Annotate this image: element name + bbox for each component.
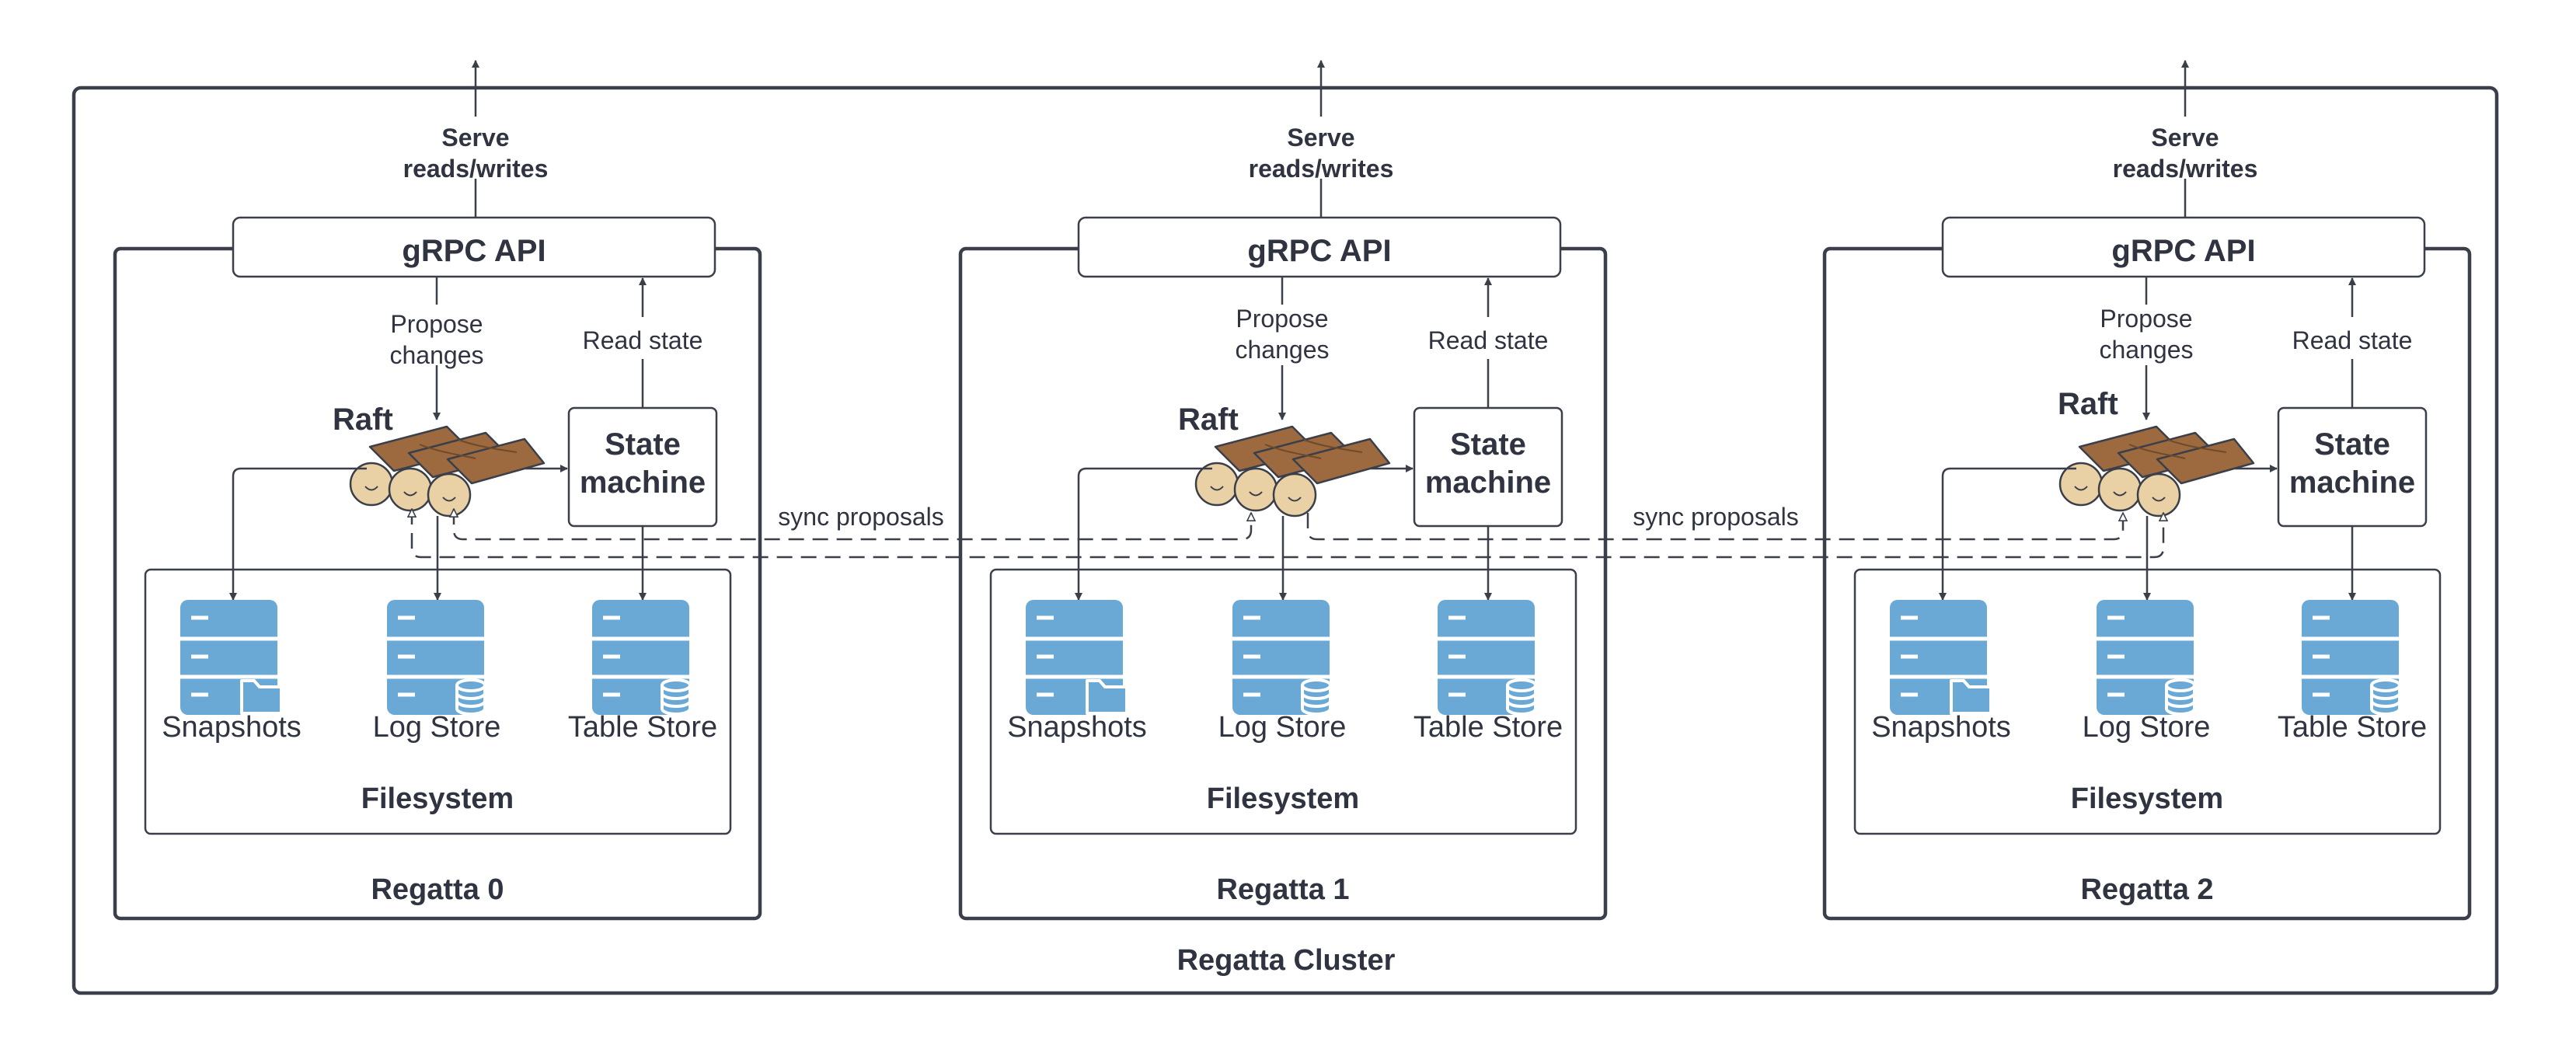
store-label: Log Store bbox=[2083, 711, 2211, 744]
snapshots-server-icon bbox=[180, 600, 283, 715]
log-store-server-icon bbox=[1232, 600, 1332, 716]
sync-proposals-outer-line bbox=[412, 509, 2163, 559]
state-machine-label-line1: State bbox=[2314, 427, 2390, 462]
grpc-api-label: gRPC API bbox=[2111, 234, 2255, 268]
raft-label: Raft bbox=[1178, 403, 1239, 437]
store-label: Snapshots bbox=[162, 711, 302, 744]
folder-icon bbox=[240, 679, 283, 715]
propose-label-line2: changes bbox=[2100, 336, 2194, 364]
table-store-server-icon bbox=[1438, 600, 1537, 716]
serve-label-line1: Serve bbox=[1287, 124, 1354, 152]
serve-label-line2: reads/writes bbox=[1249, 155, 1394, 183]
read-state-label: Read state bbox=[583, 326, 703, 354]
database-icon bbox=[1301, 678, 1332, 716]
raft-logs-icon bbox=[1194, 425, 1391, 518]
sync-proposals-inner-line bbox=[454, 509, 1251, 541]
log-store-server-icon bbox=[387, 600, 486, 716]
sync-proposals-label: sync proposals bbox=[1633, 503, 1798, 531]
state-machine-label-line2: machine bbox=[580, 465, 706, 500]
snapshots-server-icon bbox=[1890, 600, 1992, 715]
cluster-label: Regatta Cluster bbox=[1177, 944, 1396, 977]
state-machine-label-line1: State bbox=[1450, 427, 1526, 462]
grpc-api-box bbox=[1077, 216, 1562, 278]
raft-to-snapshots-arrow bbox=[1075, 467, 1212, 601]
database-icon bbox=[2370, 678, 2401, 716]
store-label: Table Store bbox=[1413, 711, 1563, 744]
raft-to-snapshots-arrow bbox=[1939, 467, 2076, 601]
raft-logs-icon bbox=[349, 425, 546, 518]
sync-proposals-connectors: sync proposals sync proposals bbox=[412, 497, 2163, 559]
log-store-server-icon bbox=[2097, 600, 2196, 716]
propose-label-line1: Propose bbox=[1236, 305, 1328, 333]
store-label: Snapshots bbox=[1007, 711, 1147, 744]
folder-icon bbox=[1950, 679, 1992, 715]
serve-label-line2: reads/writes bbox=[2113, 155, 2258, 183]
state-machine-label-line1: State bbox=[605, 427, 681, 462]
propose-label-line2: changes bbox=[1236, 336, 1330, 364]
serve-label-line1: Serve bbox=[2151, 124, 2219, 152]
folder-icon bbox=[1086, 679, 1128, 715]
cluster-frame bbox=[71, 85, 2499, 995]
snapshots-server-icon bbox=[1026, 600, 1128, 715]
raft-logs-icon bbox=[2058, 425, 2255, 518]
node-regatta-2: Regatta 2 Serve reads/writes gRPC API Pr… bbox=[1822, 60, 2472, 921]
raft-to-snapshots-arrow bbox=[229, 467, 367, 601]
database-icon bbox=[661, 678, 692, 716]
sync-proposals-label: sync proposals bbox=[778, 503, 943, 531]
database-icon bbox=[2165, 678, 2196, 716]
filesystem-label: Filesystem bbox=[2071, 782, 2223, 815]
read-state-label: Read state bbox=[1428, 326, 1549, 354]
filesystem-label: Filesystem bbox=[361, 782, 514, 815]
store-label: Log Store bbox=[1218, 711, 1347, 744]
database-icon bbox=[455, 678, 486, 716]
propose-label-line2: changes bbox=[390, 341, 484, 369]
grpc-api-box bbox=[1941, 216, 2426, 278]
grpc-api-box bbox=[232, 216, 716, 278]
store-label: Snapshots bbox=[1871, 711, 2011, 744]
store-label: Log Store bbox=[373, 711, 501, 744]
grpc-api-label: gRPC API bbox=[402, 234, 546, 268]
table-store-server-icon bbox=[592, 600, 692, 716]
grpc-api-label: gRPC API bbox=[1247, 234, 1391, 268]
state-machine-label-line2: machine bbox=[2289, 465, 2415, 500]
propose-label-line1: Propose bbox=[2100, 305, 2192, 333]
raft-label: Raft bbox=[333, 403, 393, 437]
serve-label-line2: reads/writes bbox=[403, 155, 549, 183]
node-regatta-1: Regatta 1 Serve reads/writes gRPC API Pr… bbox=[958, 60, 1608, 921]
node-label: Regatta 1 bbox=[1216, 873, 1349, 906]
filesystem-label: Filesystem bbox=[1207, 782, 1359, 815]
read-state-label: Read state bbox=[2292, 326, 2413, 354]
node-regatta-0: Regatta 0 Serve reads/writes gRPC API Pr… bbox=[113, 60, 762, 921]
propose-label-line1: Propose bbox=[390, 310, 483, 338]
serve-label-line1: Serve bbox=[441, 124, 509, 152]
state-machine-label-line2: machine bbox=[1425, 465, 1551, 500]
table-store-server-icon bbox=[2302, 600, 2401, 716]
node-label: Regatta 0 bbox=[371, 873, 504, 906]
raft-label: Raft bbox=[2058, 387, 2118, 421]
store-label: Table Store bbox=[568, 711, 717, 744]
database-icon bbox=[1506, 678, 1537, 716]
store-label: Table Store bbox=[2278, 711, 2427, 744]
node-label: Regatta 2 bbox=[2080, 873, 2213, 906]
